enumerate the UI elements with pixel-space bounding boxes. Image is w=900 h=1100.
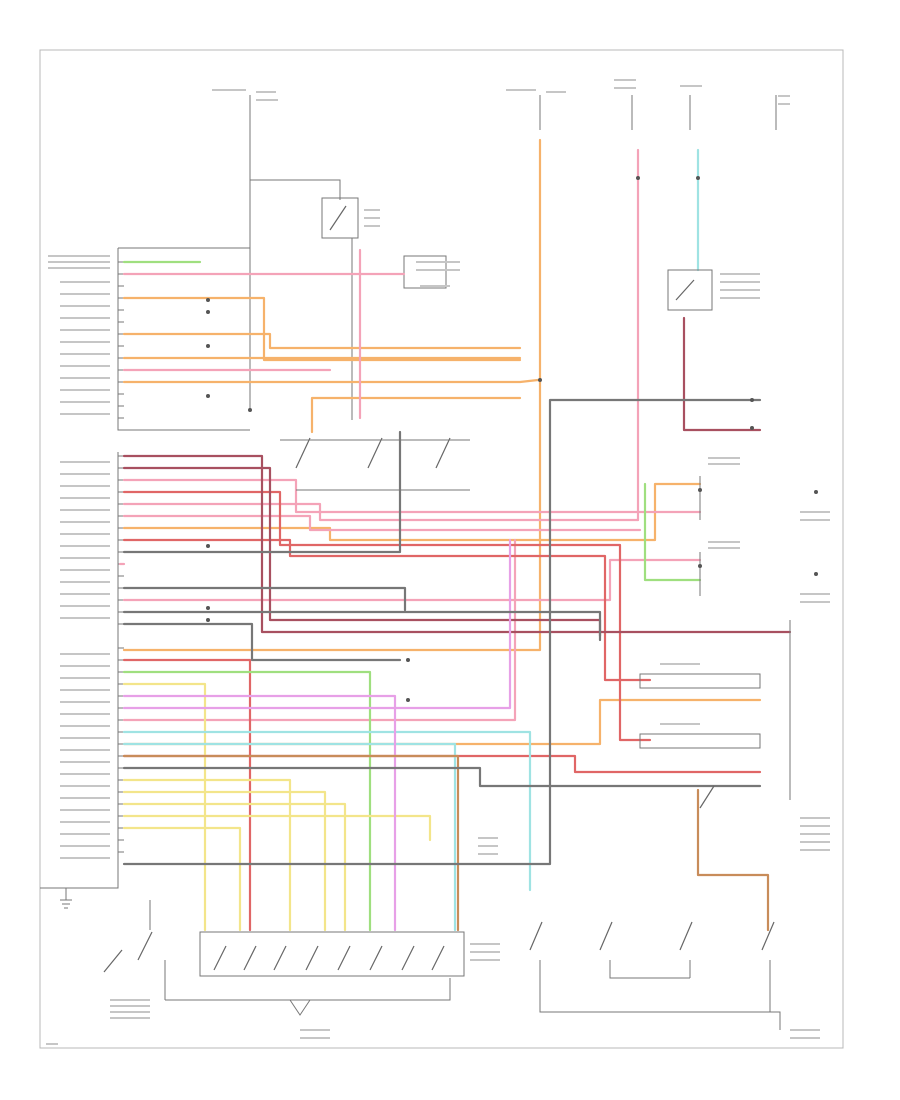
green-wires xyxy=(122,260,702,932)
yellow-wires xyxy=(122,682,432,932)
pink-wires xyxy=(118,148,702,722)
diagram-frame xyxy=(39,49,844,1049)
door-lock-actuators xyxy=(639,476,791,800)
violet-wires xyxy=(122,538,512,932)
bottom-left-switch xyxy=(103,900,153,973)
orange-wires xyxy=(122,138,762,746)
center-switch-row xyxy=(280,437,470,491)
cyan-wires xyxy=(122,148,700,932)
label-placeholders xyxy=(46,79,830,1045)
gray-wires xyxy=(122,398,762,866)
right-upper-module xyxy=(667,269,713,311)
bottom-switch-array xyxy=(164,931,465,1016)
ground-symbol xyxy=(60,888,72,909)
bottom-right-switches xyxy=(529,785,781,1030)
relay-top xyxy=(321,197,359,239)
relay-center xyxy=(351,238,447,420)
splice-dots xyxy=(206,176,818,702)
brown-wires xyxy=(122,754,770,932)
